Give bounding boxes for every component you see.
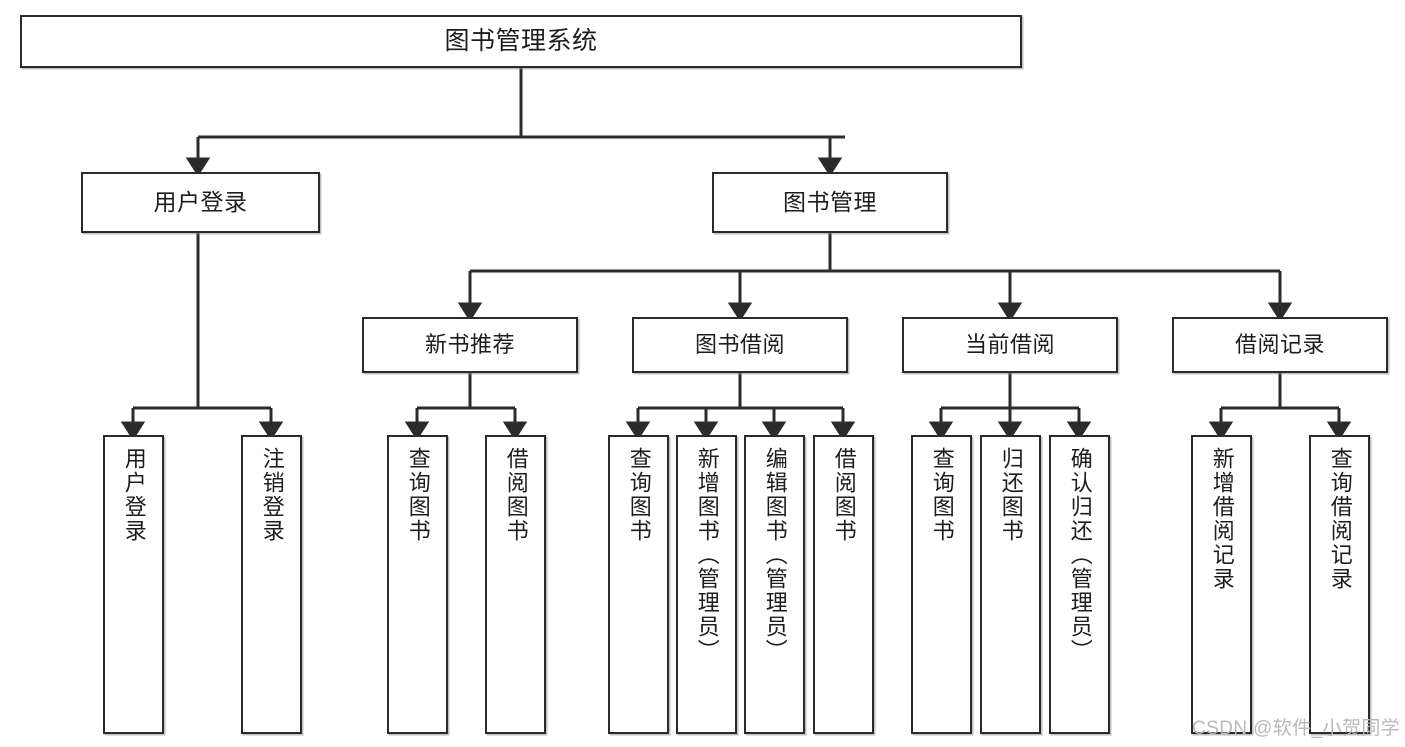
node-leaf-add-book[interactable]: 新增图书（管理员） [676, 435, 737, 734]
node-leaf-borrow-book-2[interactable]: 借阅图书 [813, 435, 874, 734]
node-leaf-query-book-1[interactable]: 查询图书 [387, 435, 448, 734]
node-leaf-edit-book-label: 编辑图书（管理员） [762, 447, 788, 663]
node-book-management-label: 图书管理 [783, 188, 877, 215]
node-leaf-query-book-2-label: 查询图书 [626, 447, 652, 543]
node-borrow-record[interactable]: 借阅记录 [1172, 317, 1388, 373]
node-new-book-recommend[interactable]: 新书推荐 [362, 317, 578, 373]
node-leaf-user-login-label: 用户登录 [121, 447, 147, 543]
node-leaf-logout-label: 注销登录 [259, 447, 285, 543]
node-leaf-add-book-label: 新增图书（管理员） [694, 447, 720, 663]
node-leaf-logout[interactable]: 注销登录 [241, 435, 302, 734]
node-leaf-borrow-book-1-label: 借阅图书 [503, 447, 529, 543]
node-current-borrow-label: 当前借阅 [964, 332, 1055, 358]
node-leaf-query-record[interactable]: 查询借阅记录 [1309, 435, 1370, 734]
node-leaf-query-book-1-label: 查询图书 [405, 447, 431, 543]
node-root-label: 图书管理系统 [444, 26, 598, 55]
node-leaf-return-book[interactable]: 归还图书 [980, 435, 1041, 734]
node-leaf-add-record[interactable]: 新增借阅记录 [1191, 435, 1252, 734]
node-leaf-borrow-book-1[interactable]: 借阅图书 [485, 435, 546, 734]
node-book-management[interactable]: 图书管理 [712, 172, 948, 233]
node-leaf-query-record-label: 查询借阅记录 [1327, 447, 1353, 591]
node-leaf-borrow-book-2-label: 借阅图书 [831, 447, 857, 543]
node-leaf-confirm-return-label: 确认归还（管理员） [1067, 447, 1093, 663]
node-leaf-query-book-3-label: 查询图书 [929, 447, 955, 543]
node-leaf-return-book-label: 归还图书 [998, 447, 1024, 543]
node-leaf-edit-book[interactable]: 编辑图书（管理员） [744, 435, 805, 734]
node-leaf-user-login[interactable]: 用户登录 [103, 435, 164, 734]
node-borrow-record-label: 借阅记录 [1234, 332, 1325, 358]
node-book-borrow[interactable]: 图书借阅 [632, 317, 848, 373]
node-current-borrow[interactable]: 当前借阅 [902, 317, 1118, 373]
node-leaf-query-book-3[interactable]: 查询图书 [911, 435, 972, 734]
node-user-login-label: 用户登录 [153, 188, 248, 215]
node-leaf-confirm-return[interactable]: 确认归还（管理员） [1049, 435, 1110, 734]
node-leaf-query-book-2[interactable]: 查询图书 [608, 435, 669, 734]
node-root[interactable]: 图书管理系统 [20, 15, 1022, 68]
node-book-borrow-label: 图书借阅 [694, 332, 785, 358]
node-new-book-recommend-label: 新书推荐 [424, 332, 515, 358]
csdn-watermark: CSDN @软件_小贺同学 [1192, 718, 1401, 739]
node-user-login[interactable]: 用户登录 [81, 172, 320, 233]
node-leaf-add-record-label: 新增借阅记录 [1209, 447, 1235, 591]
